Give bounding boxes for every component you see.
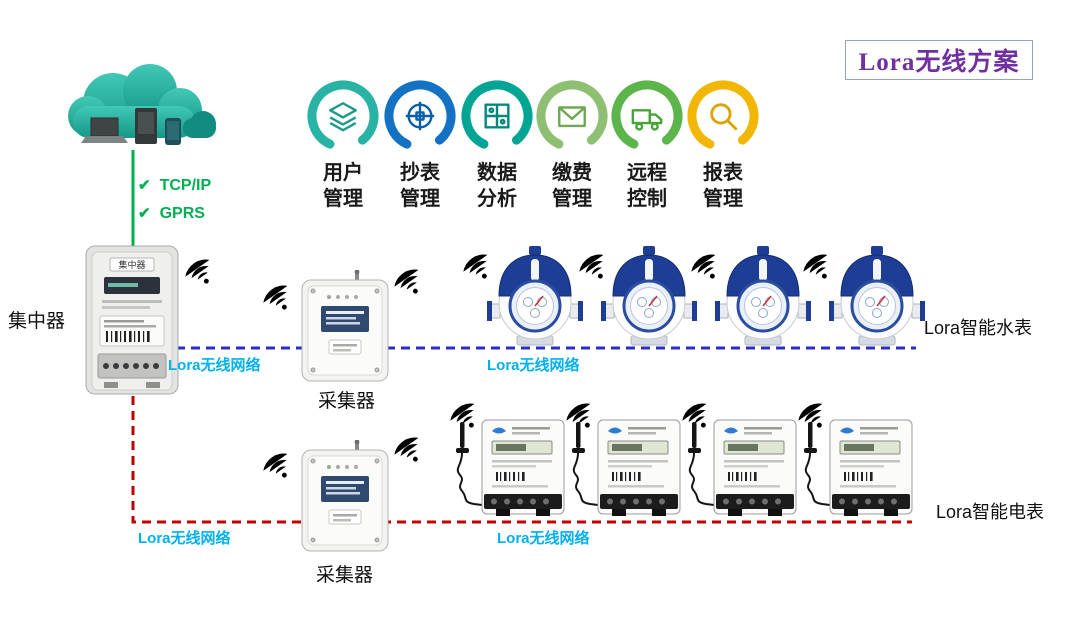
feature-label: 远程 xyxy=(627,162,667,184)
feature-label: 管理 xyxy=(552,188,592,210)
wifi-signal-icon xyxy=(461,249,498,287)
laptop-icon xyxy=(81,117,128,143)
network-label-electric-mid: Lora无线网络 xyxy=(497,530,590,547)
collector-device-top xyxy=(301,270,389,382)
crosshair-icon xyxy=(405,101,435,131)
layers-icon xyxy=(329,102,357,132)
protocol-label: GPRS xyxy=(159,205,205,222)
feature-ring xyxy=(536,80,608,152)
wifi-signal-icon xyxy=(261,280,298,318)
feature-data-analysis: 数据 分析 xyxy=(452,78,542,218)
water-meter xyxy=(487,246,583,347)
tablet-icon xyxy=(165,118,181,145)
feature-user-management: 用户 管理 xyxy=(298,78,388,218)
diagram-title: Lora无线方案 xyxy=(845,40,1033,80)
feature-meter-reading: 抄表 管理 xyxy=(375,78,465,218)
feature-ring xyxy=(687,80,759,152)
protocol-item-tcpip: ✔ TCP/IP xyxy=(138,172,211,200)
electric-network-line xyxy=(131,396,912,524)
protocol-item-gprs: ✔ GPRS xyxy=(138,200,211,228)
feature-remote-control: 远程 控制 xyxy=(602,78,692,218)
wifi-signal-icon xyxy=(392,264,429,302)
network-label-water-left: Lora无线网络 xyxy=(168,357,261,374)
wifi-signal-icon xyxy=(796,398,833,436)
envelope-icon xyxy=(558,106,586,128)
wifi-signal-icon xyxy=(183,254,220,292)
wifi-signal-icon xyxy=(564,398,601,436)
feature-label: 分析 xyxy=(477,188,517,210)
feature-label: 缴费 xyxy=(552,162,592,184)
feature-label: 管理 xyxy=(323,188,363,210)
feature-label: 报表 xyxy=(703,162,743,184)
concentrator-device: 集中器 xyxy=(85,245,179,395)
concentrator-label: 集中器 xyxy=(8,311,66,332)
water-meter xyxy=(601,246,697,347)
feature-label: 抄表 xyxy=(400,162,440,184)
protocol-list: ✔ TCP/IP ✔ GPRS xyxy=(138,172,211,228)
check-icon: ✔ xyxy=(138,205,151,222)
wifi-signal-icon xyxy=(680,398,717,436)
truck-icon xyxy=(631,109,663,131)
feature-payment: 缴费 管理 xyxy=(527,78,617,218)
wifi-signal-icon xyxy=(577,249,614,287)
collector-label-bottom: 采集器 xyxy=(316,565,374,586)
monitor-icon xyxy=(135,108,157,144)
feature-ring xyxy=(611,80,683,152)
feature-ring xyxy=(384,80,456,152)
feature-reports: 报表 管理 xyxy=(678,78,768,218)
wifi-signal-icon xyxy=(261,448,298,486)
feature-label: 管理 xyxy=(400,188,440,210)
grid-icon xyxy=(484,103,510,129)
wifi-signal-icon xyxy=(448,398,485,436)
feature-label: 数据 xyxy=(477,162,517,184)
cloud-icon xyxy=(68,64,216,145)
water-meter xyxy=(715,246,811,347)
electric-meters-label: Lora智能电表 xyxy=(936,502,1045,522)
magnifier-icon xyxy=(710,103,738,131)
concentrator-badge: 集中器 xyxy=(118,259,145,270)
feature-label: 用户 xyxy=(323,162,363,184)
water-meters-label: Lora智能水表 xyxy=(924,318,1033,338)
feature-ring xyxy=(307,80,379,152)
network-label-water-mid: Lora无线网络 xyxy=(487,357,580,374)
feature-label: 管理 xyxy=(703,188,743,210)
feature-ring xyxy=(461,80,533,152)
collector-label-top: 采集器 xyxy=(318,391,376,412)
network-label-electric-left: Lora无线网络 xyxy=(138,530,231,547)
wifi-signal-icon xyxy=(392,432,429,470)
collector-device-bottom xyxy=(301,440,389,552)
feature-label: 控制 xyxy=(627,188,667,210)
protocol-label: TCP/IP xyxy=(159,177,212,194)
wifi-signal-icon xyxy=(801,249,838,287)
water-meter xyxy=(829,246,925,347)
check-icon: ✔ xyxy=(138,177,151,194)
wifi-signal-icon xyxy=(689,249,726,287)
